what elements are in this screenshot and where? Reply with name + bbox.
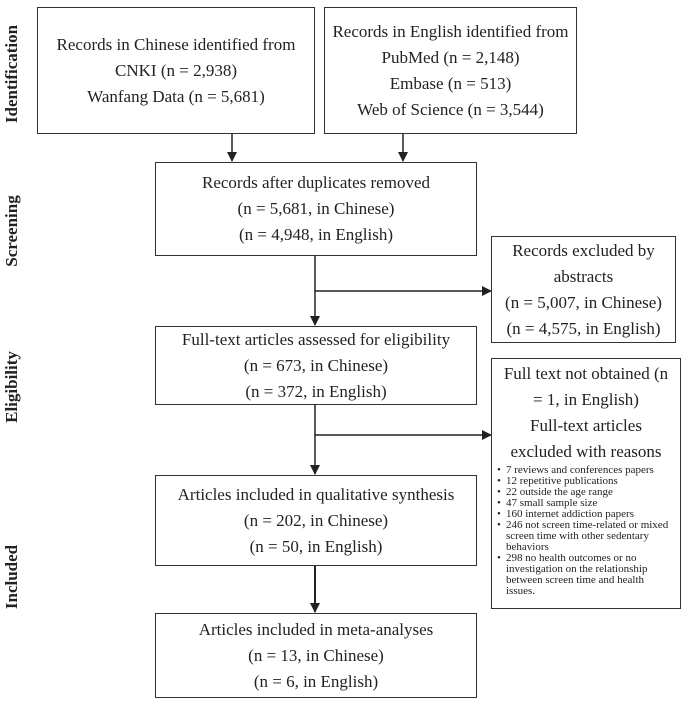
excluded-abstracts-chinese-count: (n = 5,007, in Chinese) [505, 292, 662, 312]
excluded-abstracts-title-line1: Records excluded by [512, 240, 655, 260]
box-excluded-by-abstracts: Records excluded by abstracts (n = 5,007… [491, 236, 676, 343]
reason-item: 22 outside the age range [497, 487, 675, 499]
reason-item: 298 no health outcomes or no investigati… [497, 553, 675, 597]
exclusion-reasons-list: 7 reviews and conferences papers 12 repe… [497, 465, 675, 597]
reason-item: 47 small sample size [497, 498, 675, 510]
box-duplicates-removed-title: Records after duplicates removed [202, 173, 430, 192]
box-chinese-records-title: Records in Chinese identified from [56, 34, 296, 54]
box-chinese-records: Records in Chinese identified from CNKI … [37, 7, 315, 134]
source-embase: Embase (n = 513) [389, 73, 512, 93]
reason-item: 7 reviews and conferences papers [497, 465, 675, 477]
reason-item: 160 internet addiction papers [497, 509, 675, 521]
excluded-with-reasons-line2: excluded with reasons [510, 442, 662, 461]
reason-item: 246 not screen time-related or mixed scr… [497, 520, 675, 553]
excluded-abstracts-english-count: (n = 4,575, in English) [506, 318, 661, 338]
source-web-of-science: Web of Science (n = 3,544) [357, 99, 544, 119]
not-obtained-line1: Full text not obtained (n [503, 364, 669, 383]
meta-english-count: (n = 6, in English) [253, 671, 379, 691]
duplicates-chinese-count: (n = 5,681, in Chinese) [237, 199, 395, 218]
source-pubmed: PubMed (n = 2,148) [381, 47, 520, 67]
qualitative-chinese-count: (n = 202, in Chinese) [243, 510, 389, 530]
source-wanfang: Wanfang Data (n = 5,681) [87, 86, 265, 106]
reason-item: 12 repetitive publications [497, 476, 675, 488]
box-english-records-title: Records in English identified from [332, 21, 569, 41]
source-cnki: CNKI (n = 2,938) [115, 60, 237, 80]
box-english-records: Records in English identified from PubMe… [324, 7, 577, 134]
excluded-with-reasons-line1: Full-text articles [530, 416, 642, 435]
meta-chinese-count: (n = 13, in Chinese) [248, 645, 384, 665]
assessed-chinese-count: (n = 673, in Chinese) [243, 355, 389, 375]
assessed-english-count: (n = 372, in English) [245, 381, 387, 401]
box-full-text-assessed: Full-text articles assessed for eligibil… [155, 326, 477, 405]
box-full-text-excluded: Full text not obtained (n = 1, in Englis… [491, 358, 681, 609]
not-obtained-line2: = 1, in English) [533, 390, 639, 409]
excluded-abstracts-title-line2: abstracts [553, 266, 614, 286]
duplicates-english-count: (n = 4,948, in English) [238, 225, 394, 244]
box-meta-analyses: Articles included in meta-analyses (n = … [155, 613, 477, 698]
box-duplicates-removed: Records after duplicates removed (n = 5,… [155, 162, 477, 256]
box-qualitative-synthesis: Articles included in qualitative synthes… [155, 475, 477, 566]
box-meta-analyses-title: Articles included in meta-analyses [198, 619, 434, 639]
qualitative-english-count: (n = 50, in English) [249, 536, 383, 556]
box-qualitative-synthesis-title: Articles included in qualitative synthes… [177, 484, 455, 504]
box-full-text-assessed-title: Full-text articles assessed for eligibil… [181, 329, 451, 349]
